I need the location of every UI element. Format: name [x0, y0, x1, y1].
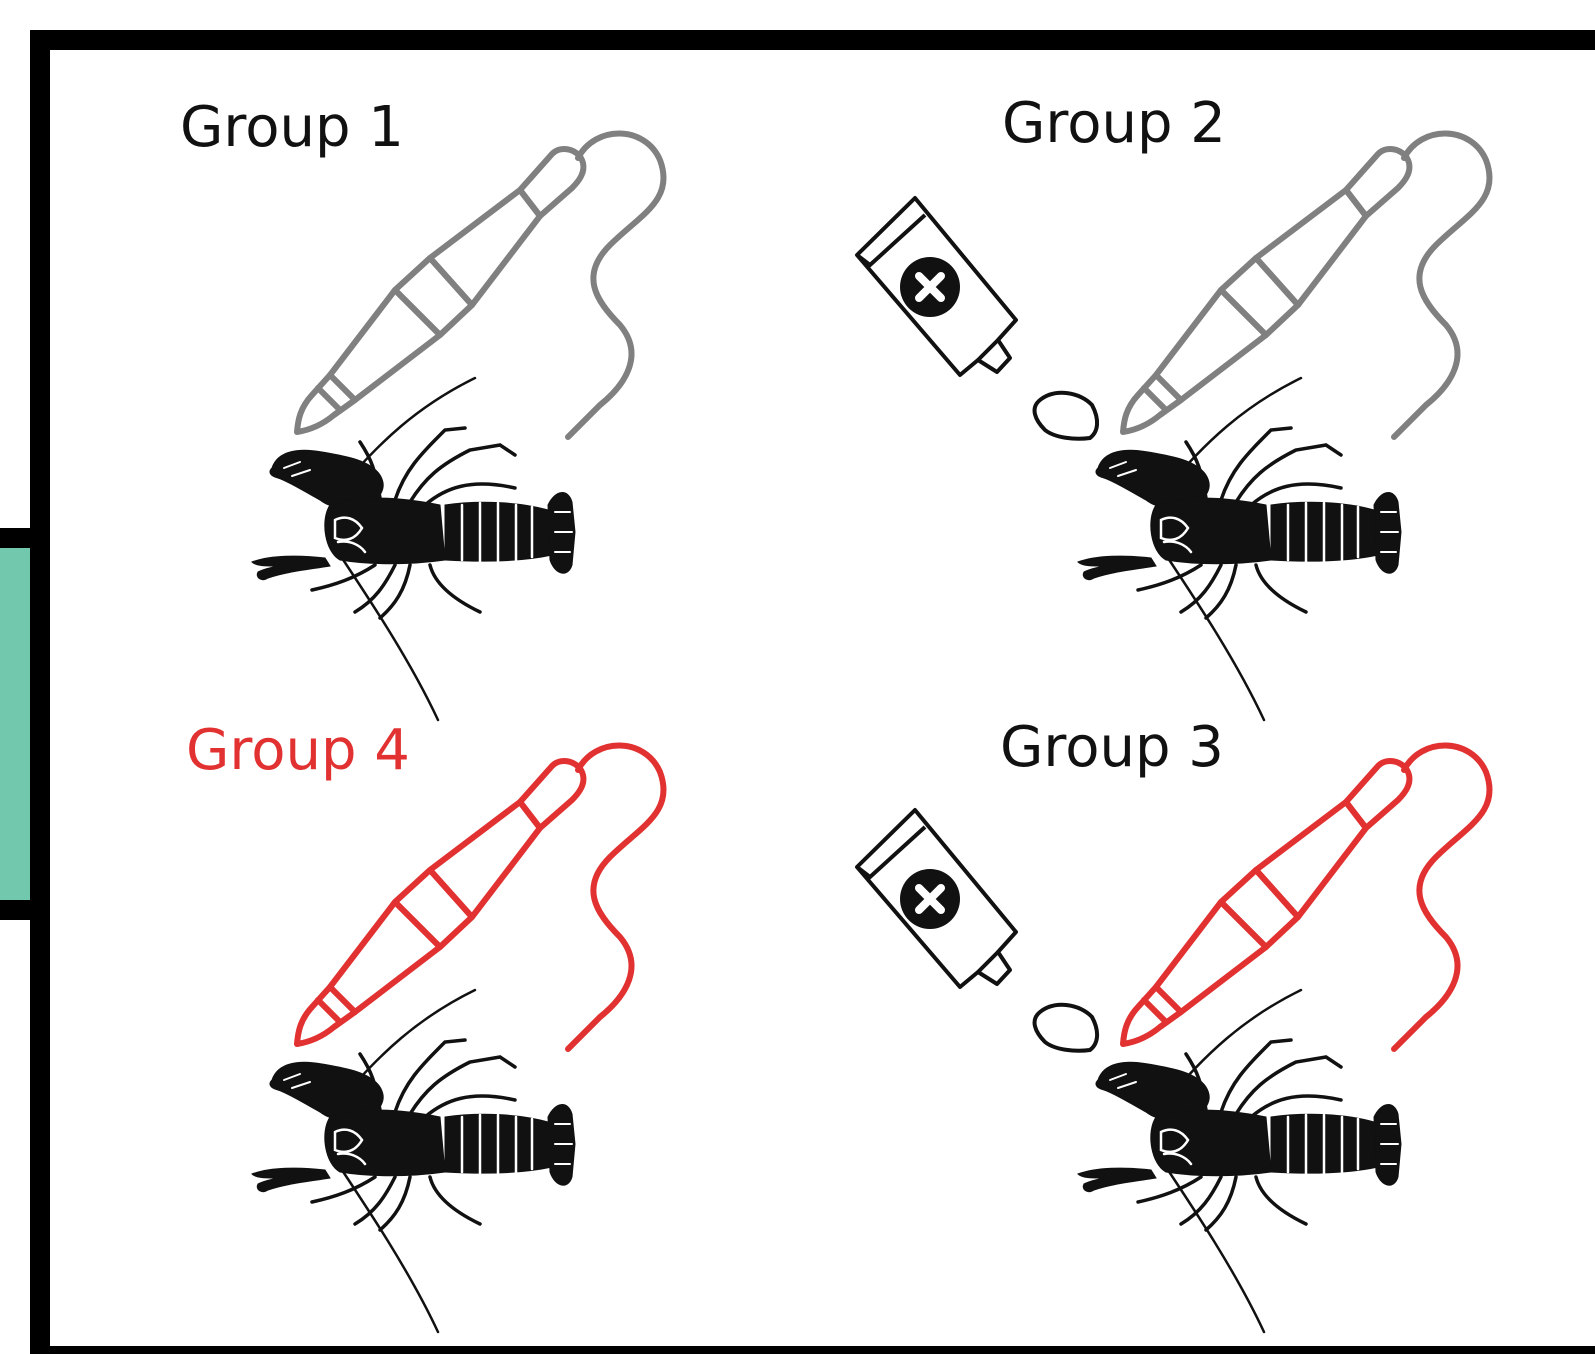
- group-3-illustration: [1078, 745, 1490, 1332]
- group-1-illustration: [252, 133, 664, 720]
- group-2-label: Group 2: [1002, 96, 1226, 152]
- ointment-tube-icon: [857, 198, 1097, 439]
- group-4-label: Group 4: [186, 723, 410, 779]
- soldering-iron-icon: [1123, 745, 1490, 1049]
- group-1-label: Group 1: [180, 100, 404, 156]
- soldering-iron-icon: [297, 133, 664, 437]
- group-4-illustration: [252, 745, 664, 1332]
- group-2-illustration: [1078, 133, 1490, 720]
- soldering-iron-icon: [1123, 133, 1490, 437]
- ointment-tube-icon: [857, 810, 1097, 1051]
- soldering-iron-icon: [297, 745, 664, 1049]
- group-3-label: Group 3: [1000, 720, 1224, 776]
